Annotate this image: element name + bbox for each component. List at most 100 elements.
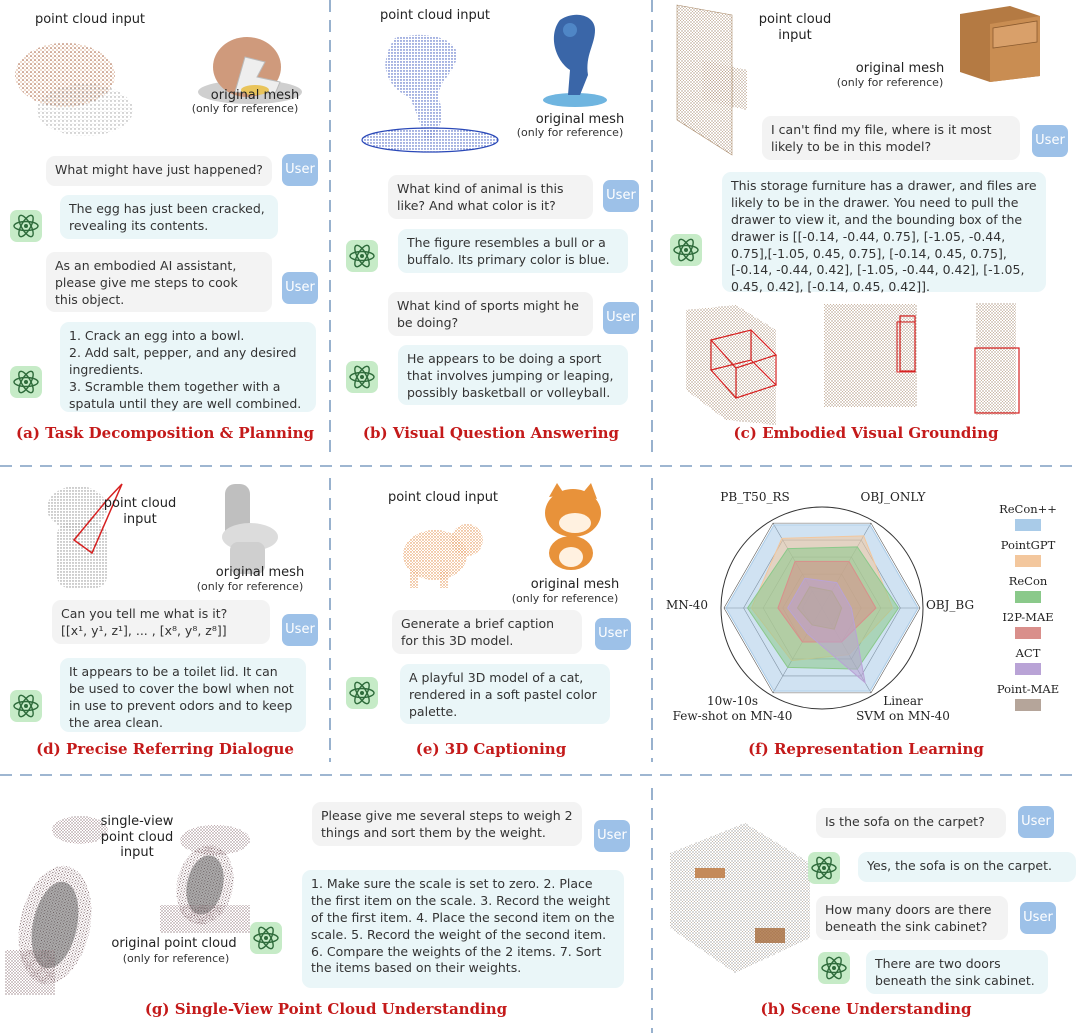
- original-mesh-note: (only for reference): [516, 126, 624, 139]
- original-mesh-note: (only for reference): [191, 102, 299, 115]
- grounding-view-2: [824, 304, 917, 407]
- original-mesh-label: original mesh: [210, 88, 300, 103]
- cabinet-point-cloud: [676, 4, 747, 156]
- original-mesh-note: (only for reference): [511, 592, 619, 605]
- grounding-view-3: [974, 303, 1020, 415]
- panel-b-title: (b) Visual Question Answering: [362, 424, 620, 442]
- cat-mesh: [545, 483, 601, 570]
- assistant-message: 1. Make sure the scale is set to zero. 2…: [302, 870, 624, 988]
- original-mesh-note: (only for reference): [196, 580, 304, 593]
- assistant-message: He appears to be doing a sport that invo…: [398, 345, 628, 405]
- point-cloud-input-label: point cloud input: [34, 12, 146, 27]
- axis-label-few-shot: 10w-10s Few-shot on MN-40: [672, 694, 793, 723]
- assistant-atom-icon: [818, 952, 850, 984]
- user-avatar: User: [594, 820, 630, 852]
- assistant-message: Yes, the sofa is on the carpet.: [858, 852, 1076, 882]
- user-message: Please give me several steps to weigh 2 …: [312, 802, 582, 846]
- radar-outer-circle: [720, 506, 924, 710]
- bull-point-cloud: [361, 34, 499, 153]
- assistant-atom-icon: [346, 361, 378, 393]
- user-message: How many doors are there beneath the sin…: [816, 896, 1008, 940]
- legend-label: ReCon: [1008, 574, 1048, 588]
- original-point-cloud: [160, 825, 250, 933]
- legend-swatch: [1015, 591, 1041, 603]
- radar-chart: [720, 506, 924, 710]
- legend-swatch: [1015, 555, 1041, 567]
- original-mesh-label: original mesh: [535, 112, 625, 127]
- legend-swatch: [1015, 627, 1041, 639]
- assistant-atom-icon: [346, 240, 378, 272]
- panel-e-title: (e) 3D Captioning: [415, 740, 567, 758]
- legend-label: ReCon++: [999, 502, 1057, 516]
- assistant-message: This storage furniture has a drawer, and…: [722, 172, 1046, 294]
- user-avatar: User: [1032, 125, 1068, 157]
- assistant-message: The figure resembles a bull or a buffalo…: [398, 229, 628, 273]
- assistant-message: There are two doors beneath the sink cab…: [866, 950, 1048, 994]
- original-mesh-note: (only for reference): [836, 76, 944, 89]
- assistant-atom-icon: [346, 677, 378, 709]
- legend-label: ACT: [1015, 646, 1041, 660]
- point-cloud-input-label: point cloud input: [379, 8, 491, 23]
- axis-label-obj-only: OBJ_ONLY: [860, 490, 926, 504]
- radar-series-point-mae: [796, 586, 843, 630]
- assistant-atom-icon: [10, 690, 42, 722]
- grounding-view-1: [686, 305, 778, 425]
- user-message: As an embodied AI assistant, please give…: [46, 252, 272, 312]
- panel-g-title: (g) Single-View Point Cloud Understandin…: [144, 1000, 508, 1018]
- user-avatar: User: [1018, 806, 1054, 838]
- user-message: Can you tell me what is it? [[x¹, y¹, z¹…: [52, 600, 270, 644]
- assistant-message: It appears to be a toilet lid. It can be…: [60, 658, 306, 732]
- user-avatar: User: [603, 302, 639, 334]
- cat-point-cloud: [403, 524, 483, 588]
- cabinet-mesh: [960, 6, 1040, 82]
- single-view-input-label: single-view point cloud input: [100, 814, 174, 861]
- single-view-point-cloud: [5, 816, 108, 995]
- panel-a-title: (a) Task Decomposition & Planning: [16, 424, 314, 442]
- user-message: What kind of sports might he be doing?: [388, 292, 593, 336]
- assistant-atom-icon: [808, 852, 840, 884]
- legend-label: Point-MAE: [996, 682, 1060, 696]
- legend-label: PointGPT: [1000, 538, 1056, 552]
- original-point-cloud-note: (only for reference): [122, 952, 230, 965]
- user-avatar: User: [282, 272, 318, 304]
- axis-label-mn40: MN-40: [665, 598, 709, 612]
- panel-f-title: (f) Representation Learning: [748, 740, 984, 758]
- legend-swatch: [1015, 519, 1041, 531]
- assistant-atom-icon: [10, 210, 42, 242]
- user-message: What might have just happened?: [46, 156, 272, 186]
- bull-mesh: [543, 14, 607, 107]
- panel-d-title: (d) Precise Referring Dialogue: [36, 740, 294, 758]
- point-cloud-input-label: point cloud input: [758, 12, 832, 43]
- toilet-point-cloud: [47, 483, 123, 588]
- legend-label: I2P-MAE: [1002, 610, 1054, 624]
- original-point-cloud-label: original point cloud: [111, 936, 237, 951]
- original-mesh-label: original mesh: [855, 61, 945, 76]
- axis-label-pb-t50-rs: PB_T50_RS: [720, 490, 790, 504]
- axis-label-obj-bg: OBJ_BG: [925, 598, 975, 612]
- point-cloud-input-label: point cloud input: [103, 496, 177, 527]
- legend-swatch: [1015, 699, 1041, 711]
- panel-h-title: (h) Scene Understanding: [760, 1000, 972, 1018]
- point-cloud-input-label: point cloud input: [387, 490, 499, 505]
- assistant-atom-icon: [670, 234, 702, 266]
- user-message: Is the sofa on the carpet?: [816, 808, 1006, 838]
- egg-mesh: [198, 37, 302, 104]
- user-avatar: User: [1020, 902, 1056, 934]
- user-message: What kind of animal is this like? And wh…: [388, 175, 593, 219]
- user-avatar: User: [595, 618, 631, 650]
- original-mesh-label: original mesh: [215, 565, 305, 580]
- axis-label-linear-svm: Linear SVM on MN-40: [856, 694, 950, 723]
- assistant-message: A playful 3D model of a cat, rendered in…: [400, 664, 610, 724]
- panel-c-title: (c) Embodied Visual Grounding: [733, 424, 999, 442]
- assistant-atom-icon: [250, 922, 282, 954]
- user-avatar: User: [282, 614, 318, 646]
- user-message: Generate a brief caption for this 3D mod…: [392, 610, 582, 654]
- assistant-atom-icon: [10, 366, 42, 398]
- legend-swatch: [1015, 663, 1041, 675]
- toilet-mesh: [222, 484, 278, 574]
- assistant-message: 1. Crack an egg into a bowl. 2. Add salt…: [60, 322, 316, 412]
- user-avatar: User: [603, 180, 639, 212]
- assistant-message: The egg has just been cracked, revealing…: [60, 195, 278, 239]
- egg-point-cloud: [15, 43, 133, 136]
